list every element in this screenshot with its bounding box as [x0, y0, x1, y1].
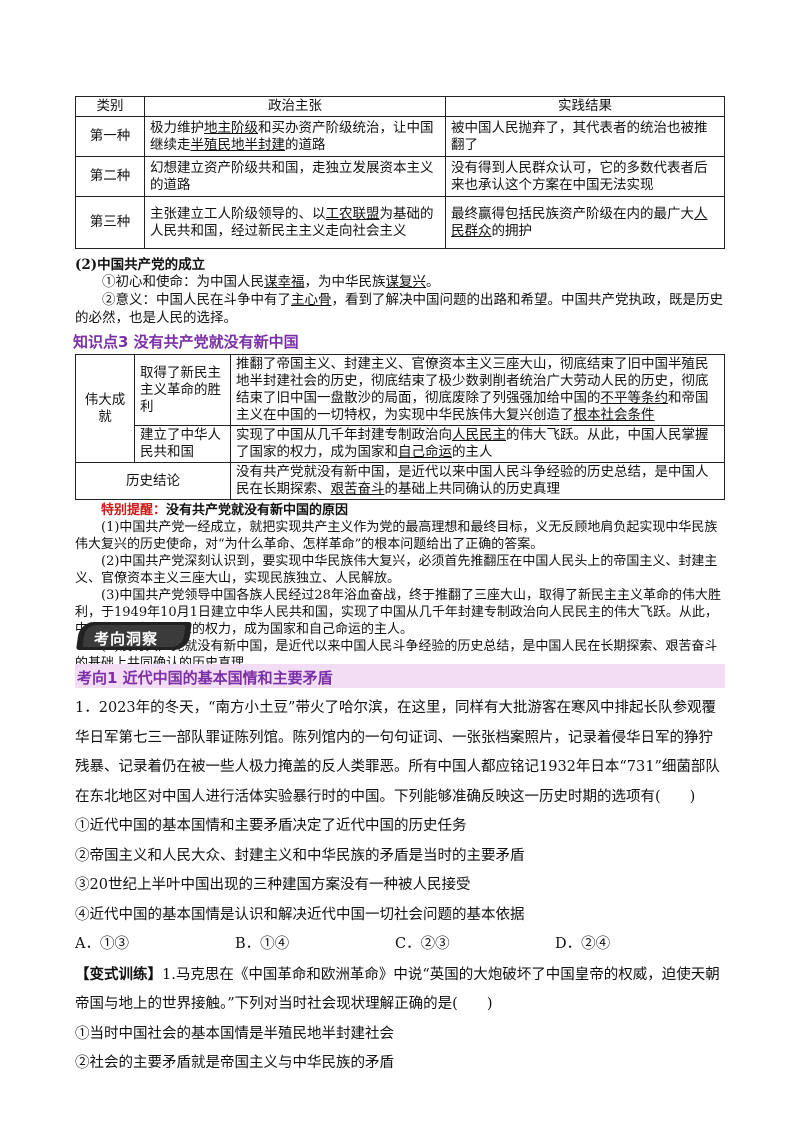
- table-header: 政治主张: [144, 96, 446, 117]
- row-label: 历史结论: [75, 462, 231, 500]
- significance-line: ②意义：中国人民在斗争中有了主心骨，看到了解决中国问题的出路和希望。中国共产党执…: [75, 292, 723, 326]
- key-term: 主心骨: [291, 292, 332, 308]
- mission-line: ①初心和使命：为中国人民谋幸福，为中华民族谋复兴。: [102, 274, 440, 290]
- option-a[interactable]: A．①③: [75, 936, 129, 952]
- table-achievements: 伟大成就 取得了新民主主义革命的胜利 推翻了帝国主义、封建主义、官僚资本主义三座…: [75, 354, 725, 500]
- row-content: 没有共产党就没有新中国，是近代以来中国人民斗争经验的历史总结，是中国人民在长期探…: [230, 462, 725, 500]
- question-item: ③20世纪上半叶中国出现的三种建国方案没有一种被人民接受: [75, 877, 471, 893]
- row-claim: 主张建立工人阶级领导的、以工农联盟为基础的人民共和国，经过新民主主义走向社会主义: [144, 196, 446, 249]
- row-result: 没有得到人民群众认可，它的多数代表者后来也承认这个方案在中国无法实现: [445, 156, 725, 197]
- key-term: 人民群众: [451, 205, 708, 239]
- table-three-plans: 类别 政治主张 实践结果 第一种 极力维护地主阶级和买办资产阶级统治，让中国继续…: [75, 96, 725, 249]
- option-c[interactable]: C．②③: [395, 936, 450, 952]
- row-result: 被中国人民抛弃了，其代表者的统治也被推翻了: [445, 116, 725, 157]
- variant-label: 【变式训练】: [75, 965, 162, 983]
- reminder-label: 特别提醒：: [101, 503, 167, 518]
- table-row: 伟大成就 取得了新民主主义革命的胜利 推翻了帝国主义、封建主义、官僚资本主义三座…: [75, 354, 725, 463]
- row-claim: 幻想建立资产阶级共和国，走独立发展资本主义的道路: [144, 156, 446, 197]
- topic-heading: 考向1 近代中国的基本国情和主要矛盾: [75, 664, 725, 688]
- option-d[interactable]: D．②④: [555, 936, 611, 952]
- row-category: 第一种: [75, 116, 145, 157]
- big-label: 伟大成就: [75, 354, 135, 463]
- table-row: 第三种 主张建立工人阶级领导的、以工农联盟为基础的人民共和国，经过新民主主义走向…: [75, 196, 725, 249]
- knowledge-point-title: 知识点3 没有共产党就没有新中国: [73, 333, 299, 351]
- table-header: 类别: [75, 96, 145, 117]
- table-row: 第二种 幻想建立资产阶级共和国，走独立发展资本主义的道路 没有得到人民群众认可，…: [75, 156, 725, 197]
- question-stem: 1．2023年的冬天，“南方小土豆”带火了哈尔滨，在这里，同样有大批游客在寒风中…: [75, 700, 720, 805]
- table-header-row: 类别 政治主张 实践结果: [75, 96, 725, 117]
- table-header: 实践结果: [445, 96, 725, 117]
- section-heading: (2)中国共产党的成立: [75, 257, 206, 273]
- answer-options: A．①③ B．①④ C．②③ D．②④: [75, 930, 725, 960]
- row-content: 推翻了帝国主义、封建主义、官僚资本主义三座大山，彻底结束了旧中国半殖民地半封建社…: [230, 354, 725, 426]
- key-term: 工农联盟: [325, 205, 380, 222]
- special-reminder: 特别提醒：没有共产党就没有新中国的原因 (1)中国共产党一经成立，就把实现共产主…: [75, 502, 725, 672]
- variant-question: 【变式训练】1.马克思在《中国革命和欧洲革命》中说“英国的大炮破坏了中国皇帝的权…: [75, 965, 720, 1013]
- key-term: 地主阶级: [204, 119, 258, 136]
- key-term: 不平等条约: [600, 390, 669, 406]
- document-body: 类别 政治主张 实践结果 第一种 极力维护地主阶级和买办资产阶级统治，让中国继续…: [73, 96, 725, 672]
- key-term: 谋复兴: [385, 274, 427, 290]
- reminder-paragraph: (2)中国共产党深刻认识到，要实现中华民族伟大复兴，必须首先推翻压在中国人民头上…: [75, 554, 718, 586]
- reminder-heading: 没有共产党就没有新中国的原因: [166, 503, 349, 518]
- key-term: 根本社会条件: [573, 407, 655, 423]
- row-category: 第二种: [75, 156, 145, 197]
- row-label: 取得了新民主主义革命的胜利: [134, 354, 231, 426]
- row-claim: 极力维护地主阶级和买办资产阶级统治，让中国继续走半殖民地半封建的道路: [144, 116, 446, 157]
- key-term: 自己命运: [398, 444, 452, 460]
- table-row: 历史结论 没有共产党就没有新中国，是近代以来中国人民斗争经验的历史总结，是中国人…: [75, 462, 725, 500]
- row-result: 最终赢得包括民族资产阶级在内的最广大人民群众的拥护: [445, 196, 725, 249]
- row-category: 第三种: [75, 196, 145, 249]
- question-block: 1．2023年的冬天，“南方小土豆”带火了哈尔滨，在这里，同样有大批游客在寒风中…: [75, 694, 725, 1079]
- question-item: ①近代中国的基本国情和主要矛盾决定了近代中国的历史任务: [75, 818, 467, 834]
- key-term: 半殖民地半封建: [190, 136, 286, 153]
- section-banner: 考向洞察: [76, 618, 193, 654]
- reminder-paragraph: (1)中国共产党一经成立，就把实现共产主义作为党的最高理想和最终目标，义无反顾地…: [75, 520, 718, 552]
- option-b[interactable]: B．①④: [235, 936, 290, 952]
- row-label: 建立了中华人民共和国: [134, 425, 231, 463]
- question-item: ②社会的主要矛盾就是帝国主义与中华民族的矛盾: [75, 1055, 394, 1071]
- table-row: 建立了中华人民共和国 实现了中国从几千年封建专制政治向人民民主的伟大飞跃。从此，…: [76, 425, 725, 463]
- banner-text: 考向洞察: [94, 630, 159, 648]
- question-item: ④近代中国的基本国情是认识和解决近代中国一切社会问题的基本依据: [75, 906, 525, 923]
- row-content: 实现了中国从几千年封建专制政治向人民民主的伟大飞跃。从此，中国人民掌握了国家的权…: [230, 425, 725, 463]
- key-term: 艰苦奋斗: [330, 481, 385, 497]
- question-item: ①当时中国社会的基本国情是半殖民地半封建社会: [75, 1025, 394, 1042]
- table-row: 第一种 极力维护地主阶级和买办资产阶级统治，让中国继续走半殖民地半封建的道路 被…: [75, 116, 725, 157]
- topic-title: 考向1 近代中国的基本国情和主要矛盾: [77, 669, 333, 687]
- key-term: 谋幸福: [264, 274, 305, 290]
- question-item: ②帝国主义和人民大众、封建主义和中华民族的矛盾是当时的主要矛盾: [75, 847, 525, 864]
- reminder-paragraph: (3)中国共产党领导中国各族人民经过28年浴血奋战，终于推翻了三座大山，取得了新…: [75, 588, 721, 637]
- key-term: 人民民主: [452, 427, 506, 443]
